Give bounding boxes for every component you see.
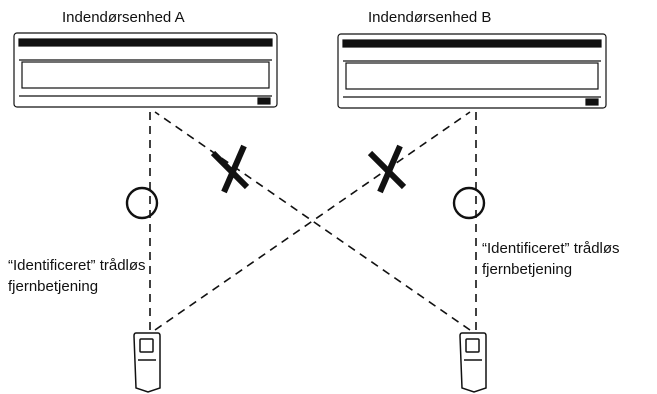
indoor-unit-b [337,33,607,109]
remote-a-caption-line1: “Identificeret” trådløs [8,257,146,274]
indoor-unit-a [13,32,278,108]
remote-a-caption-line2: fjernbetjening [8,278,98,295]
cross-icon [210,144,250,194]
circle-icon [452,186,486,220]
link-remote-a-to-unit-b [154,111,471,331]
circle-icon [125,186,159,220]
unit-b-label: Indendørsenhed B [368,9,491,26]
remote-b-caption-line1: “Identificeret” trådløs [482,240,620,257]
remote-control-a [133,332,161,393]
link-remote-b-to-unit-a [154,111,471,331]
remote-b-caption-line2: fjernbetjening [482,261,572,278]
unit-a-label: Indendørsenhed A [62,9,185,26]
remote-control-b [459,332,487,393]
cross-icon [367,144,407,194]
